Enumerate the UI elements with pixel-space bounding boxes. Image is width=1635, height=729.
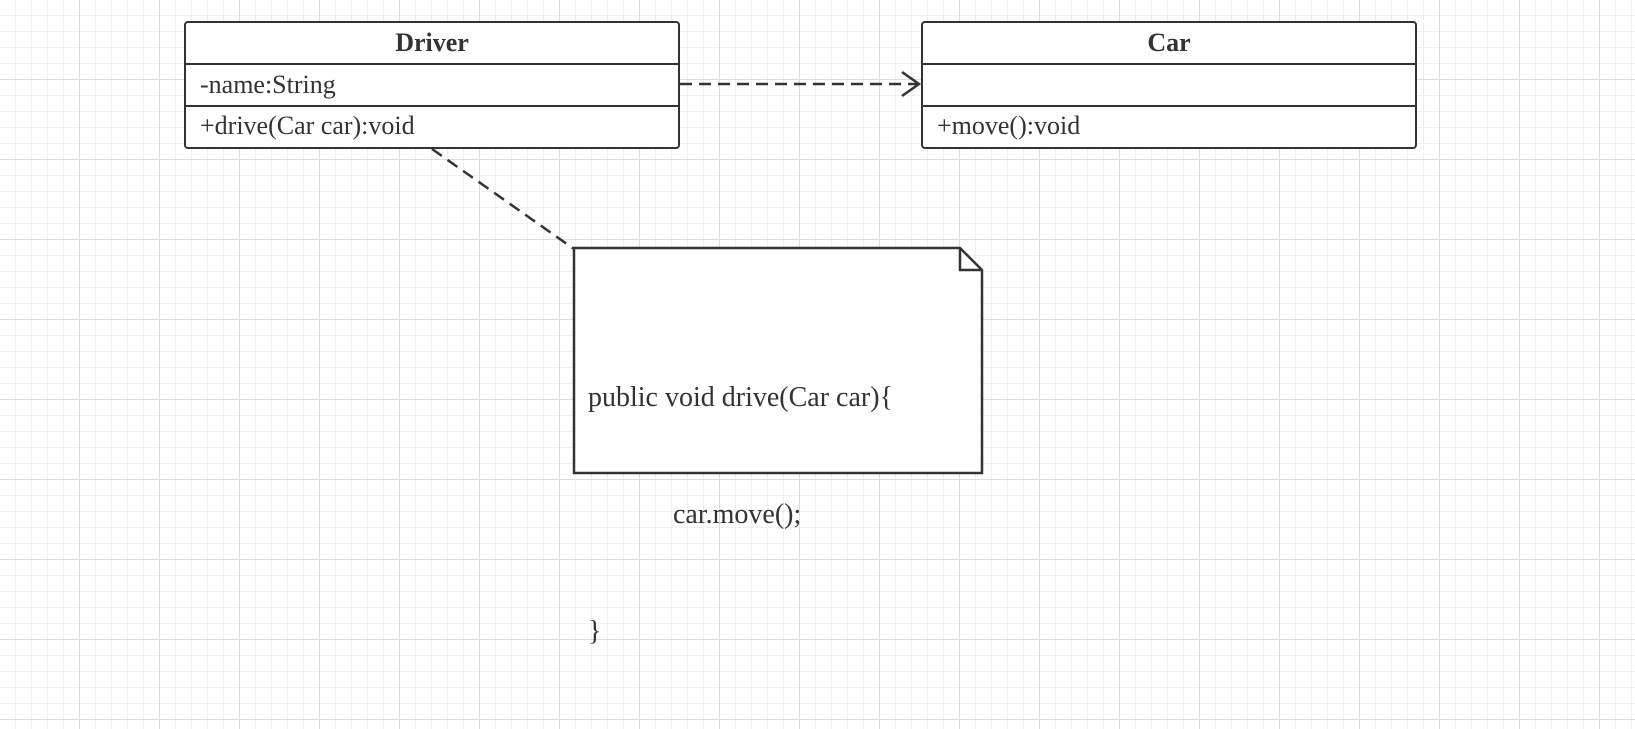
car-class-box[interactable]: Car +move():void [921,21,1417,149]
car-class-name: Car [923,23,1415,65]
diagram-canvas: Driver -name:String +drive(Car car):void… [184,21,1417,647]
note-text: public void drive(Car car){ car.move(); … [588,300,893,729]
driver-operation: +drive(Car car):void [200,111,415,140]
driver-class-box[interactable]: Driver -name:String +drive(Car car):void [184,21,680,149]
note-shape[interactable] [572,246,984,475]
connectors-layer [431,70,984,475]
note-anchor-line[interactable] [431,147,575,251]
note-line-3: } [588,616,602,647]
dependency-arrowhead [901,70,922,98]
note-line-2: car.move(); [673,499,802,530]
car-operation: +move():void [937,111,1081,140]
driver-attribute: -name:String [186,65,678,107]
note-folded-corner [958,248,982,272]
car-attribute [923,65,1415,107]
note-line-1: public void drive(Car car){ [588,382,893,413]
driver-class-name: Driver [186,23,678,65]
